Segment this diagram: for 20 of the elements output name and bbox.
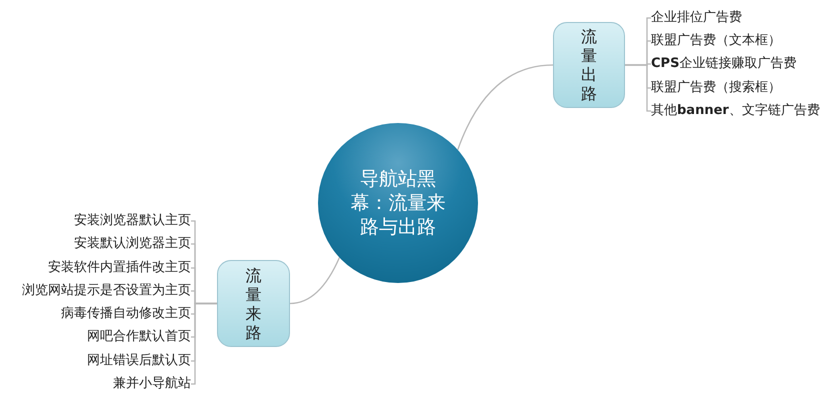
leaf-text: 病毒传播自动修改主页 bbox=[61, 305, 191, 323]
leaf-text: 联盟广告费（搜索框） bbox=[651, 79, 781, 97]
branch-box: 流量出路 bbox=[553, 22, 625, 108]
leaf-text: 安装浏览器默认主页 bbox=[74, 212, 191, 230]
leaf-text: 其他banner、文字链广告费 bbox=[651, 102, 820, 120]
leaf-text: 安装默认浏览器主页 bbox=[74, 235, 191, 253]
leaf-text: 企业排位广告费 bbox=[651, 9, 742, 27]
leaf-text: 兼并小导航站 bbox=[113, 375, 191, 393]
leaf-text: 安装软件内置插件改主页 bbox=[48, 259, 191, 277]
leaf-text: 网吧合作默认首页 bbox=[87, 328, 191, 346]
leaf-text: 网址错误后默认页 bbox=[87, 352, 191, 370]
branch-box: 流量来路 bbox=[217, 260, 290, 347]
connector-line bbox=[191, 302, 217, 385]
topic-circle: 导航站黑幕：流量来路与出路 bbox=[318, 123, 478, 283]
leaf-text: 联盟广告费（文本框） bbox=[651, 32, 781, 50]
connector-line bbox=[290, 257, 340, 304]
connector-line bbox=[625, 64, 651, 112]
leaf-text: CPS企业链接赚取广告费 bbox=[651, 55, 796, 73]
leaf-text: 浏览网站提示是否设置为主页 bbox=[22, 282, 191, 300]
connector-line bbox=[457, 64, 554, 150]
